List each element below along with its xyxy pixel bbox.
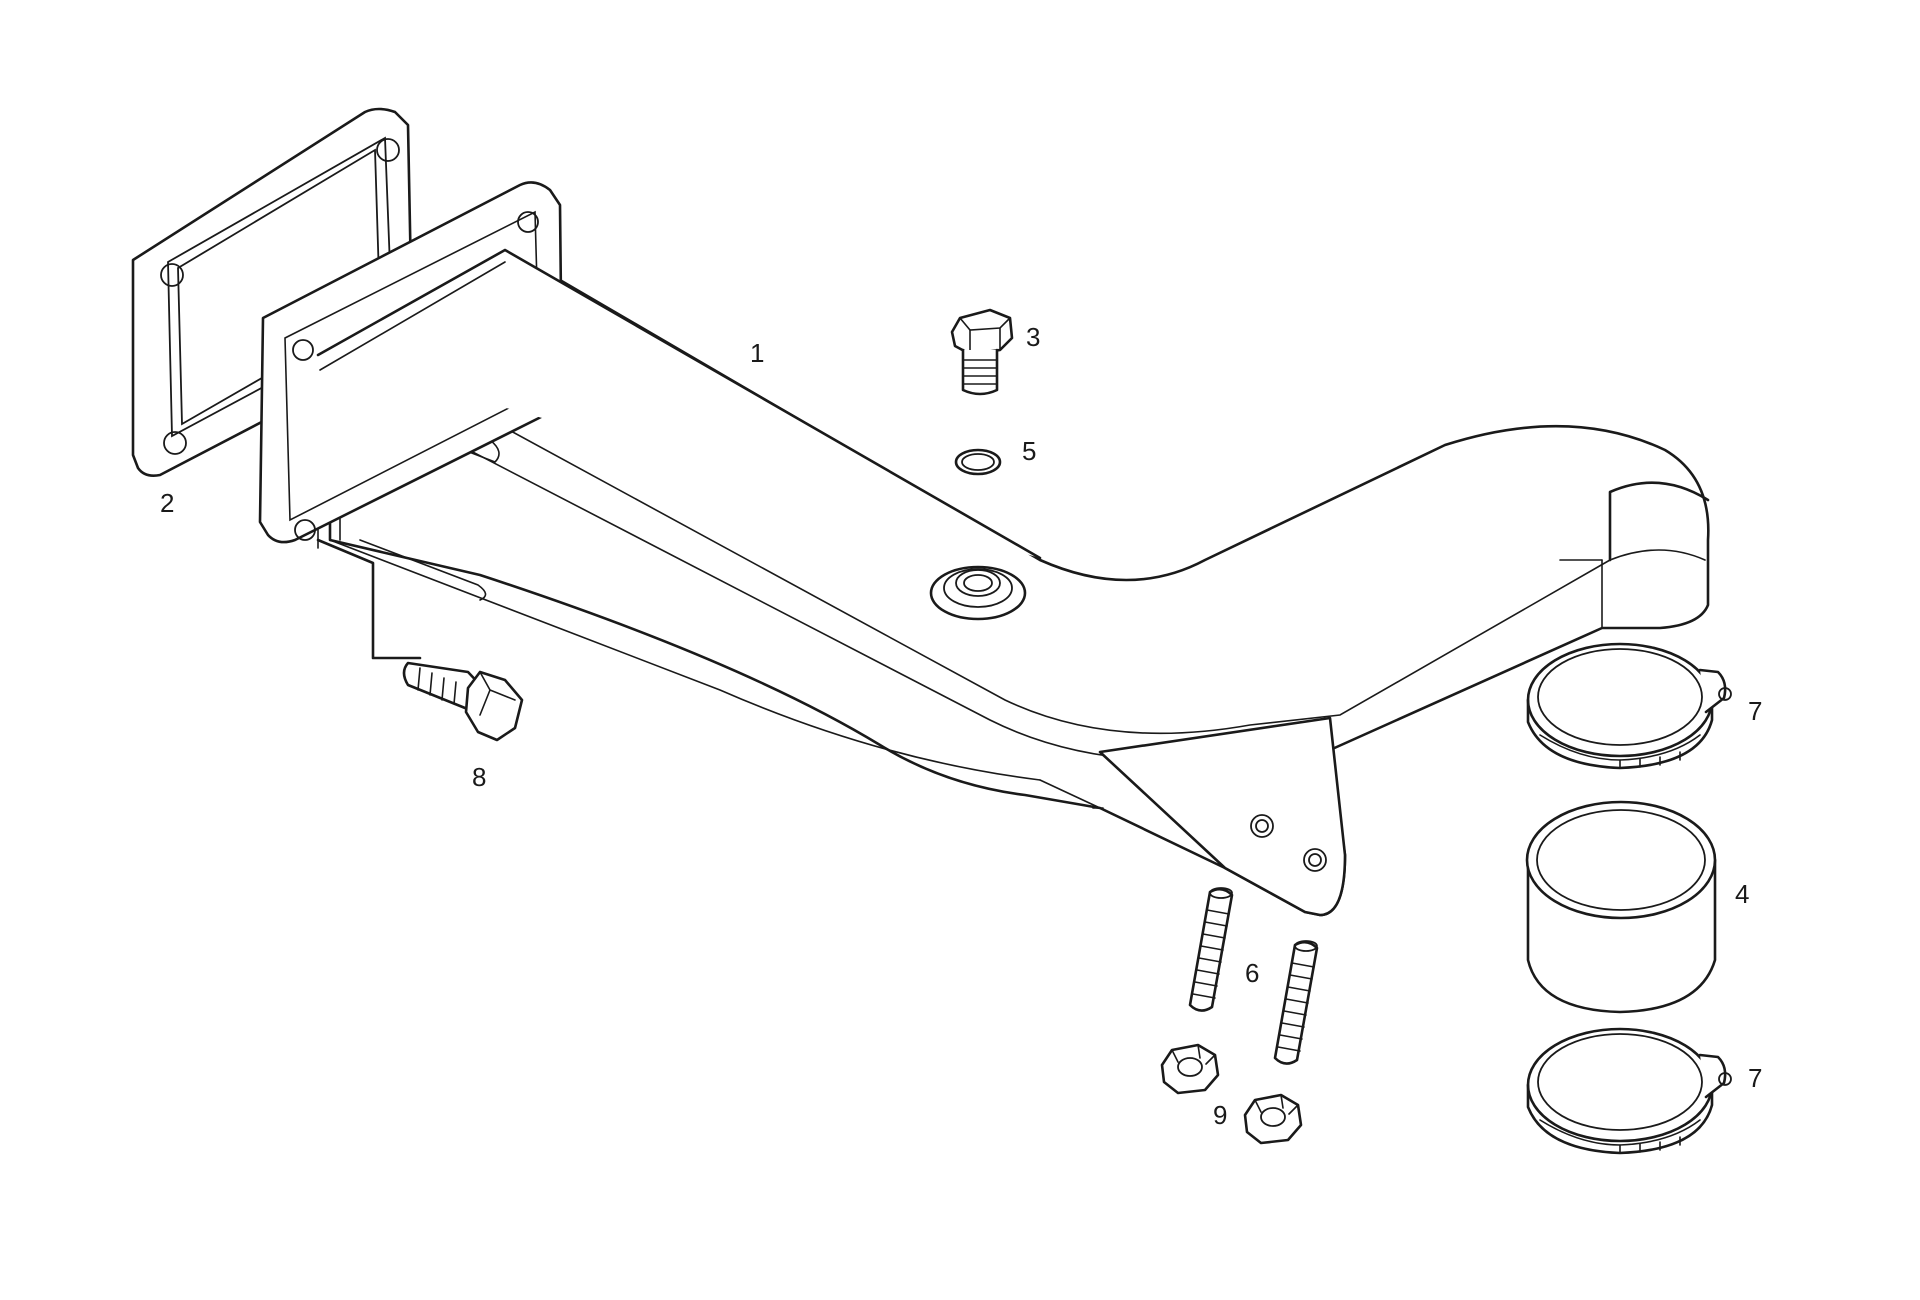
callout-3: 3 bbox=[1026, 322, 1040, 352]
callout-5: 5 bbox=[1022, 436, 1036, 466]
callout-6: 6 bbox=[1245, 958, 1259, 988]
callout-7-upper: 7 bbox=[1748, 696, 1762, 726]
hose-sleeve-part-4 bbox=[1525, 800, 1717, 1014]
hex-bolt-part-3 bbox=[950, 308, 1014, 396]
inlet-flange bbox=[258, 181, 1042, 560]
callout-9: 9 bbox=[1213, 1100, 1227, 1130]
callout-7-lower: 7 bbox=[1748, 1063, 1762, 1093]
hose-clamp-part-7-lower bbox=[1526, 1027, 1732, 1155]
callout-8: 8 bbox=[472, 762, 486, 792]
hose-clamp-part-7-upper bbox=[1526, 642, 1732, 770]
callout-labels: 1 2 3 4 5 6 7 7 8 9 bbox=[160, 322, 1762, 1130]
callout-4: 4 bbox=[1735, 879, 1749, 909]
callout-1: 1 bbox=[750, 338, 764, 368]
washer-part-5 bbox=[954, 448, 1002, 476]
stud-part-6-b bbox=[1273, 940, 1319, 1065]
hex-bolt-part-8 bbox=[316, 538, 524, 742]
callout-2: 2 bbox=[160, 488, 174, 518]
stud-part-6-a bbox=[1188, 887, 1234, 1012]
hex-nut-part-9-b bbox=[1243, 1093, 1303, 1145]
hex-nut-part-9-a bbox=[1160, 1043, 1220, 1095]
